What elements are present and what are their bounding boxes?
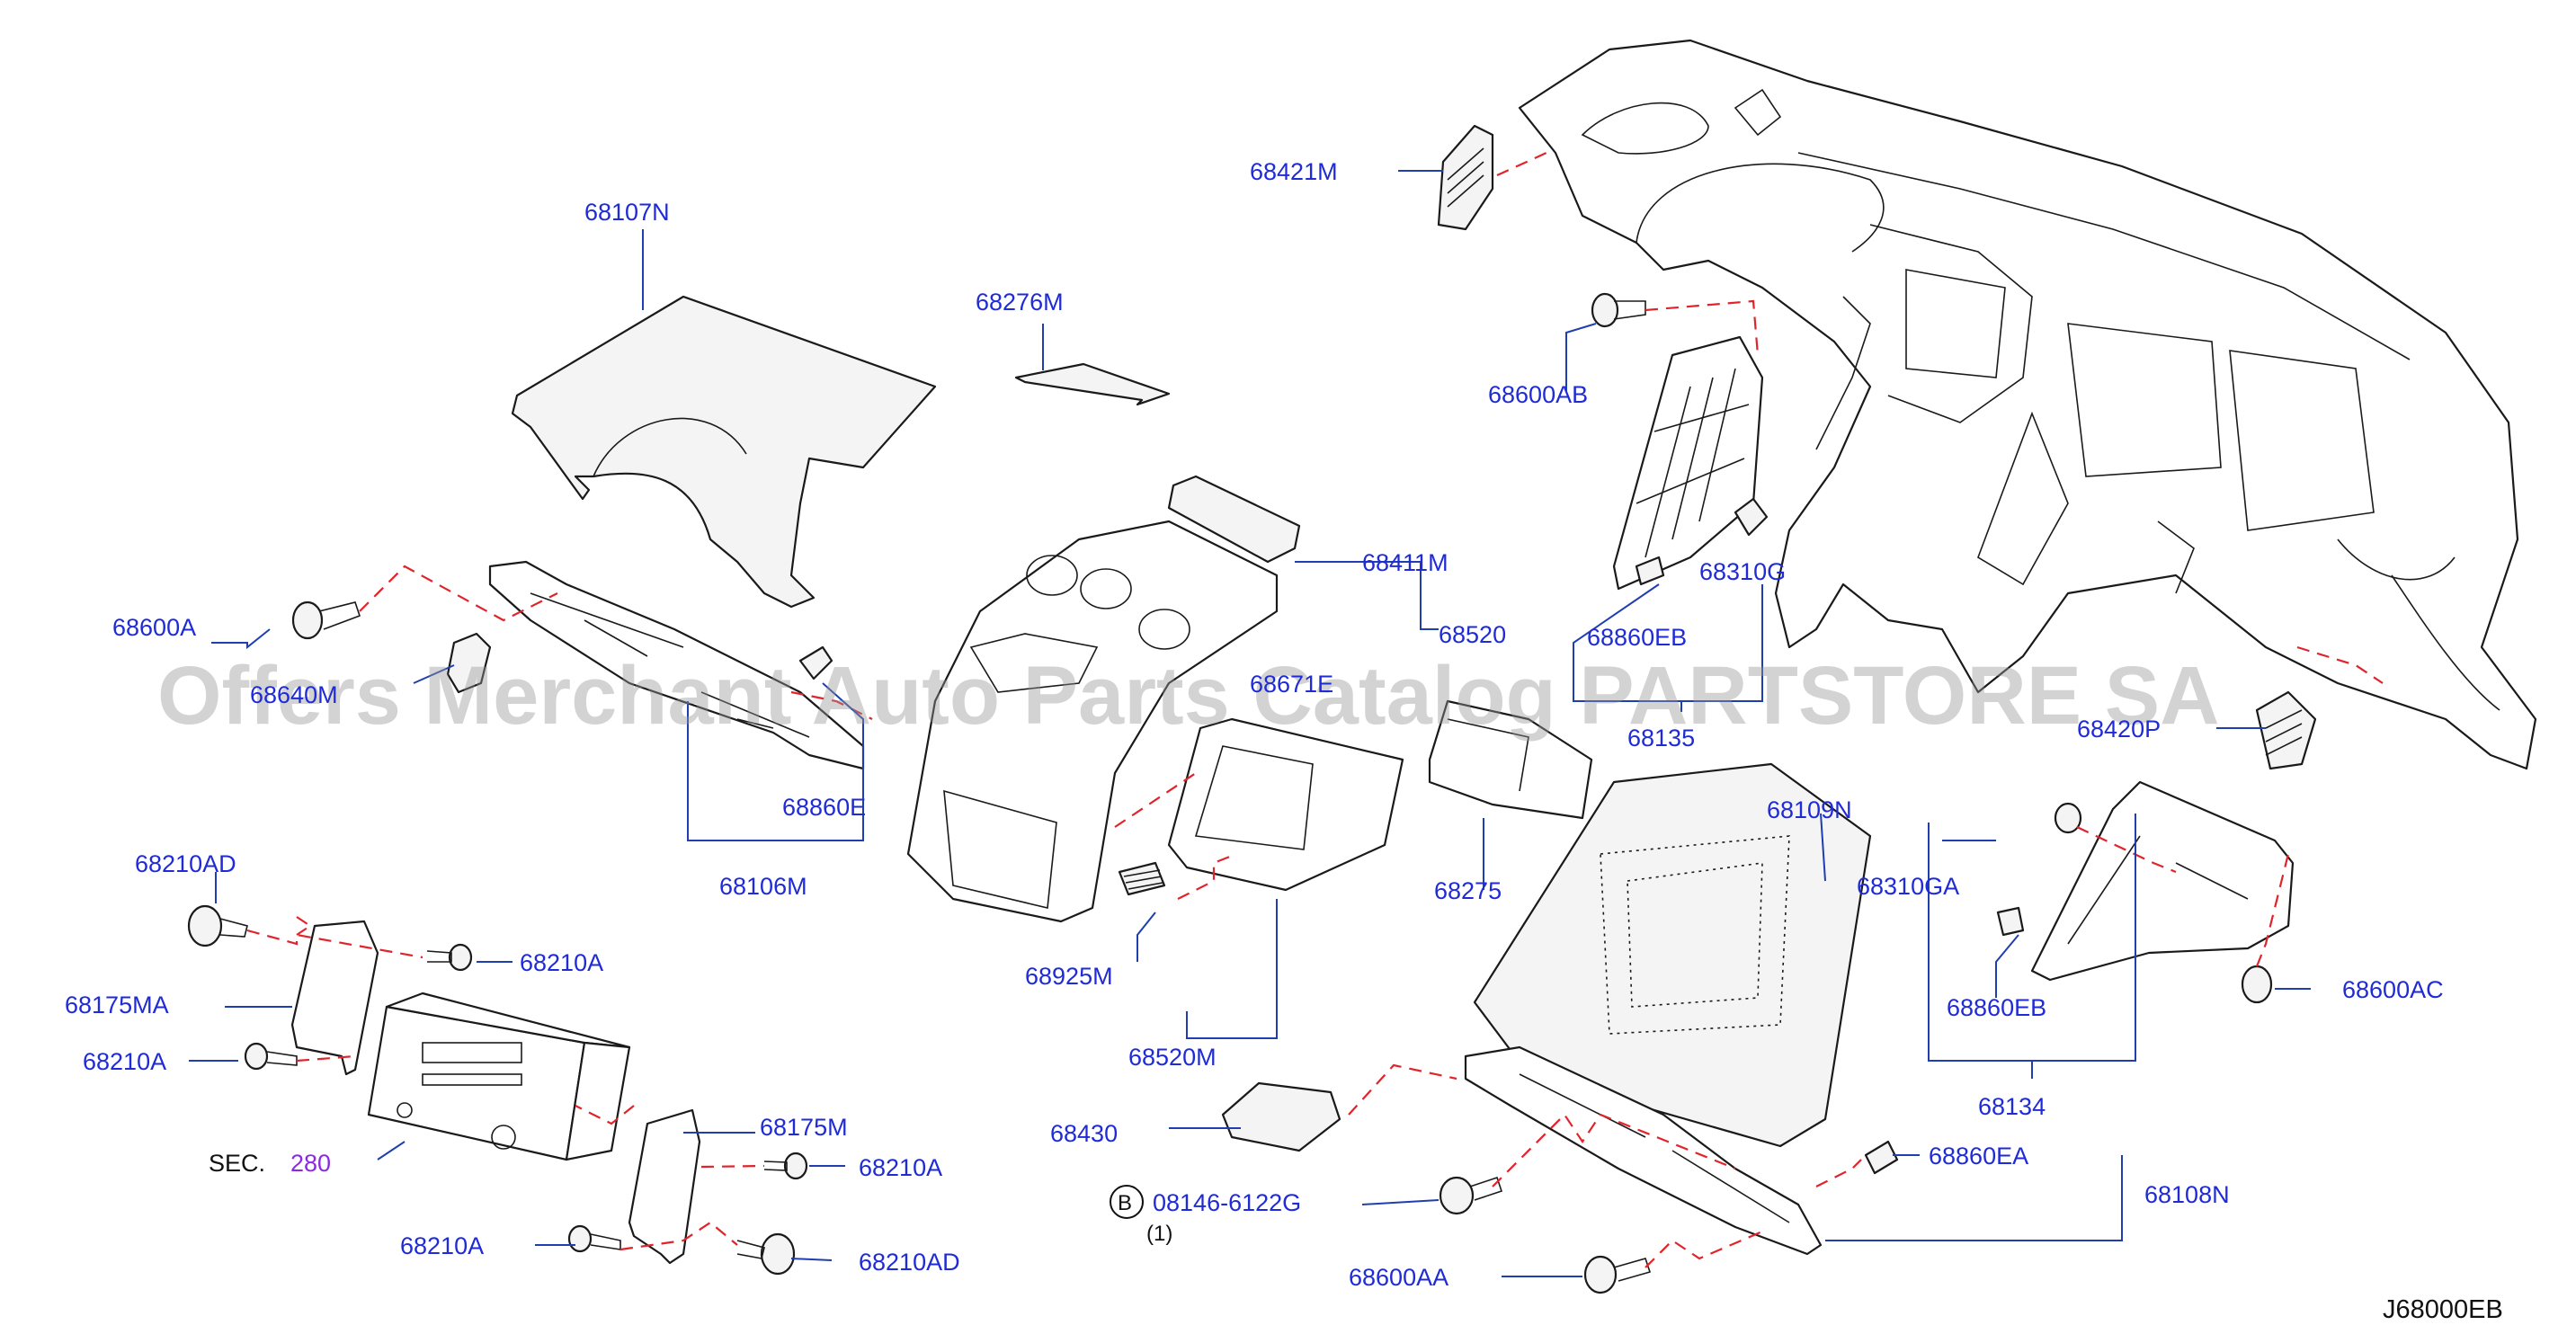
section-prefix: SEC.: [209, 1150, 265, 1177]
grommet-68860E-part[interactable]: [798, 645, 833, 680]
label-68210A-3[interactable]: 68210A: [859, 1154, 942, 1181]
label-68671E[interactable]: 68671E: [1250, 671, 1333, 698]
label-68134[interactable]: 68134: [1978, 1093, 2046, 1120]
label-68860EB-top[interactable]: 68860EB: [1587, 624, 1687, 651]
screw-68210A-3-part[interactable]: [763, 1152, 808, 1180]
meter-hood-part[interactable]: [511, 295, 937, 609]
label-68310GA[interactable]: 68310GA: [1857, 873, 1959, 900]
clip-68600AA-part[interactable]: [1583, 1255, 1652, 1294]
clip-68600A-part[interactable]: [291, 600, 361, 640]
side-vent-left-part[interactable]: [1437, 124, 1494, 231]
bolt-part-number[interactable]: 08146-6122G: [1153, 1189, 1301, 1216]
label-68520[interactable]: 68520: [1439, 621, 1506, 648]
label-68210AD-bot[interactable]: 68210AD: [859, 1249, 960, 1276]
small-pad-part[interactable]: [1118, 861, 1166, 896]
side-bracket-part[interactable]: [2030, 780, 2295, 982]
label-68925M[interactable]: 68925M: [1025, 963, 1113, 990]
label-68210A-2[interactable]: 68210A: [83, 1048, 166, 1075]
label-68106M[interactable]: 68106M: [719, 873, 807, 900]
bolt-circle-letter: B: [1118, 1191, 1132, 1215]
storage-box-part[interactable]: [1428, 699, 1593, 820]
label-68600AC[interactable]: 68600AC: [2342, 976, 2444, 1003]
grommet-68860EB-top-part[interactable]: [1635, 556, 1665, 586]
lower-finisher-part[interactable]: [1464, 1045, 1823, 1256]
screw-68210AD-bot-part[interactable]: [736, 1232, 796, 1276]
pocket-part[interactable]: [1167, 717, 1404, 892]
clip-68310GA-part[interactable]: [2054, 802, 2082, 834]
label-68275[interactable]: 68275: [1434, 877, 1502, 904]
label-68210AD-top[interactable]: 68210AD: [135, 850, 236, 877]
diagram-code: J68000EB: [2383, 1295, 2503, 1324]
clip-68600AB-part[interactable]: [1591, 292, 1646, 328]
label-68430[interactable]: 68430: [1050, 1120, 1118, 1147]
audio-bracket-left-part[interactable]: [290, 920, 379, 1076]
label-68411M[interactable]: 68411M: [1362, 549, 1448, 576]
grommet-68860EB-right-part[interactable]: [1996, 906, 2025, 937]
label-68107N[interactable]: 68107N: [584, 199, 670, 226]
label-68210A-4[interactable]: 68210A: [400, 1232, 484, 1259]
clip-68600AC-part[interactable]: [2241, 965, 2273, 1004]
label-68640M[interactable]: 68640M: [250, 681, 338, 708]
audio-unit-part[interactable]: [367, 992, 631, 1161]
section-number[interactable]: 280: [290, 1150, 331, 1177]
audio-bracket-right-part[interactable]: [628, 1108, 701, 1265]
label-68109N[interactable]: 68109N: [1767, 796, 1852, 823]
small-panel-part[interactable]: [1014, 362, 1171, 406]
bolt-reference[interactable]: B 08146-6122G (1): [1110, 1185, 1301, 1246]
label-68276M[interactable]: 68276M: [976, 289, 1064, 316]
screw-68210A-1-part[interactable]: [426, 943, 473, 972]
assembly-dashed-lines: [246, 151, 2384, 1268]
section-reference[interactable]: SEC. 280: [209, 1150, 331, 1177]
label-68420P[interactable]: 68420P: [2077, 716, 2161, 743]
label-68860EA[interactable]: 68860EA: [1929, 1143, 2028, 1169]
label-68860E[interactable]: 68860E: [782, 794, 866, 821]
bolt-quantity: (1): [1146, 1222, 1172, 1246]
clip-68310G-part[interactable]: [1734, 497, 1769, 537]
lower-bracket-part[interactable]: [1612, 335, 1764, 591]
screw-68210AD-top-part[interactable]: [187, 904, 248, 947]
label-68520M[interactable]: 68520M: [1128, 1044, 1217, 1071]
clip-68640-part[interactable]: [446, 632, 492, 694]
label-68600AB[interactable]: 68600AB: [1488, 381, 1588, 408]
instrument-panel-part[interactable]: [1518, 39, 2537, 770]
label-68860EB-right[interactable]: 68860EB: [1947, 994, 2046, 1021]
bolt-08146-part[interactable]: [1439, 1176, 1503, 1215]
screw-68210A-4-part[interactable]: [567, 1224, 621, 1253]
label-68135[interactable]: 68135: [1627, 725, 1695, 751]
label-68210A-1[interactable]: 68210A: [520, 949, 603, 976]
label-68175M[interactable]: 68175M: [760, 1114, 848, 1141]
label-68600A[interactable]: 68600A: [112, 614, 196, 641]
center-cluster-part[interactable]: [906, 520, 1279, 923]
grommet-68860EA-part[interactable]: [1864, 1140, 1899, 1175]
bolt-circle-icon: [1110, 1185, 1144, 1219]
side-vent-right-part[interactable]: [2255, 690, 2317, 770]
watermark-text: Offers Merchant Auto Parts Catalog PARTS…: [157, 650, 2220, 742]
label-68421M[interactable]: 68421M: [1250, 158, 1338, 185]
leader-lines: [189, 170, 2311, 1277]
label-68175MA[interactable]: 68175MA: [65, 992, 169, 1018]
part-labels: 68421M 68107N 68276M 68600AB 68411M 6852…: [65, 158, 2444, 1291]
label-68600AA[interactable]: 68600AA: [1349, 1264, 1448, 1291]
screw-68210A-2-part[interactable]: [244, 1042, 298, 1071]
ashtray-lid-part[interactable]: [1167, 475, 1301, 564]
coin-tray-part[interactable]: [1221, 1081, 1341, 1152]
glovebox-lid-part[interactable]: [1473, 762, 1872, 1148]
label-68108N[interactable]: 68108N: [2144, 1181, 2230, 1208]
label-68310G[interactable]: 68310G: [1699, 558, 1786, 585]
